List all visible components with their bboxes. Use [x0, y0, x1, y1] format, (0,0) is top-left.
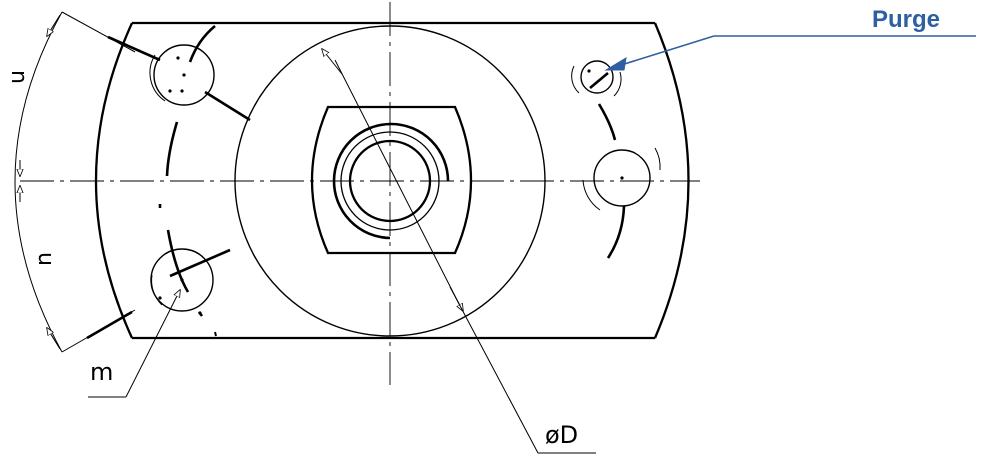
- angle-n-top-label: n: [6, 70, 31, 84]
- purge-callout: [604, 35, 976, 71]
- diameter-dimension: [322, 49, 596, 454]
- bottom-left-hole: [86, 248, 231, 340]
- angle-n-bottom-label: n: [32, 252, 57, 266]
- central-bore-circle: [234, 25, 546, 337]
- left-bolt-arc: [158, 24, 216, 317]
- right-hole: [582, 147, 661, 211]
- central-slot: [310, 105, 473, 255]
- purge-label: Purge: [872, 6, 940, 33]
- purge-port: [571, 60, 622, 97]
- m-leader: [88, 290, 180, 398]
- right-bolt-arc: [597, 103, 626, 259]
- top-left-hole: [107, 35, 251, 122]
- diameter-label: øD: [545, 421, 578, 449]
- m-label: m: [90, 358, 113, 386]
- angular-dimension: [14, 11, 136, 353]
- centerlines: [20, 2, 700, 385]
- central-hub: [332, 122, 450, 240]
- plate-outline: [94, 21, 690, 340]
